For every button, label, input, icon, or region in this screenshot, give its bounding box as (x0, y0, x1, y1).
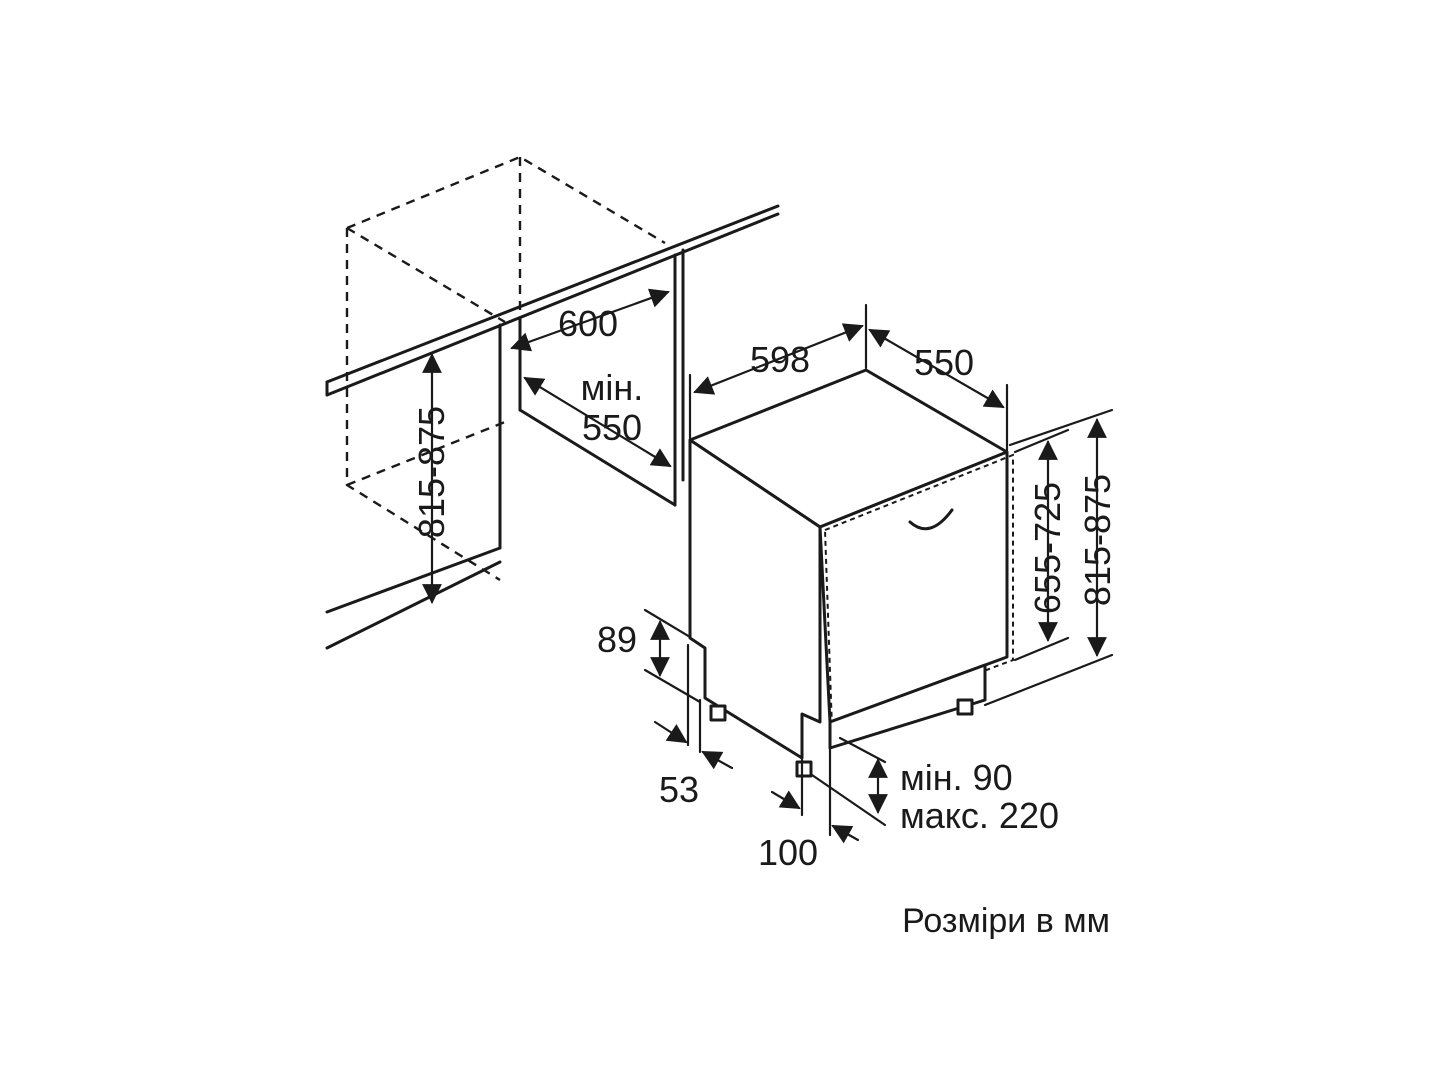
dimension-plinth-gap (810, 736, 888, 827)
dimension-appliance-width (688, 303, 868, 440)
label-appliance-height: 815-875 (1077, 474, 1118, 606)
label-cabinet-depth-value: 550 (582, 407, 642, 448)
label-plinth-depth: 53 (659, 769, 699, 810)
label-plinth-offset: 100 (758, 832, 818, 873)
label-appliance-depth: 550 (914, 342, 974, 383)
dishwasher-body (688, 368, 1014, 760)
cabinet-niche (325, 248, 685, 650)
caption-units: Розміри в мм (902, 902, 1110, 940)
dimension-door-height (1013, 428, 1070, 662)
label-appliance-width: 598 (750, 339, 810, 380)
dimension-cabinet-width (510, 288, 670, 352)
dimension-plinth-top (643, 608, 702, 704)
countertop (325, 204, 780, 397)
label-plinth-top: 89 (597, 619, 637, 660)
label-cabinet-width: 600 (558, 303, 618, 344)
label-cabinet-height: 815-875 (411, 406, 452, 538)
dimension-plinth-offset (770, 726, 860, 844)
dimension-plinth-depth (653, 643, 734, 770)
label-plinth-gap-min: мін. 90 (900, 757, 1013, 798)
label-plinth-gap-max: макс. 220 (900, 795, 1059, 836)
label-door-height: 655-725 (1027, 482, 1068, 614)
label-cabinet-depth-prefix: мін. (581, 367, 644, 408)
dimension-appliance-height (983, 408, 1114, 707)
dishwasher-feet (709, 698, 974, 778)
dimension-cabinet-depth (523, 376, 672, 468)
dimension-appliance-depth (868, 328, 1009, 452)
